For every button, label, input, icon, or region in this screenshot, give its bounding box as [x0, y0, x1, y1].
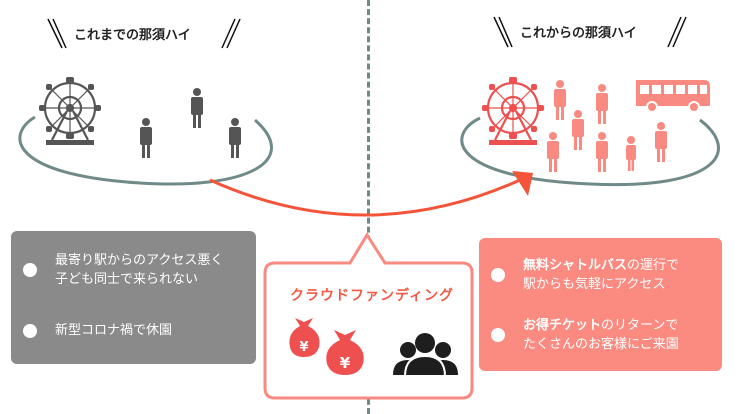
center-dashed-divider — [367, 0, 370, 414]
bullet-icon — [23, 323, 37, 338]
people-gray-icon — [140, 88, 241, 158]
money-bag-icon: ¥ — [326, 330, 364, 375]
issue-line: 新型コロナ禍で休園 — [55, 323, 173, 338]
svg-text:¥: ¥ — [299, 340, 308, 355]
after-title: これからの那須ハイ — [520, 26, 637, 41]
right-ellipse — [460, 116, 720, 187]
benefit-line: 駅からも気軽にアクセス — [523, 277, 666, 292]
before-title: これまでの那須ハイ — [74, 28, 191, 43]
bullet-icon — [491, 268, 505, 282]
after-benefits-box: 無料シャトルバスの運行で 駅からも気軽にアクセス お得チケットのリターンで たく… — [479, 238, 722, 371]
bullet-icon — [23, 263, 37, 277]
title-slashes-right — [493, 16, 687, 48]
after-benefit-item: お得チケットのリターンで たくさんのお客様にご来園 — [491, 316, 679, 354]
benefit-text: のリターンで — [601, 318, 679, 333]
benefit-line: たくさんのお客様にご来園 — [523, 337, 679, 352]
ferris-wheel-gray-icon — [39, 77, 101, 145]
title-slashes-left — [47, 18, 241, 49]
before-issue-item: 最寄り駅からのアクセス悪く 子ども同士で来られない — [23, 251, 223, 289]
issue-line: 子ども同士で来られない — [55, 272, 199, 287]
bullet-icon — [491, 328, 505, 342]
before-issue-item: 新型コロナ禍で休園 — [23, 321, 172, 340]
issue-line: 最寄り駅からのアクセス悪く — [55, 253, 224, 268]
arrow-head — [512, 171, 533, 196]
arrow-line — [209, 178, 521, 217]
crowd-icon — [393, 333, 458, 377]
svg-text:¥: ¥ — [340, 354, 351, 372]
after-benefit-item: 無料シャトルバスの運行で 駅からも気軽にアクセス — [491, 256, 679, 294]
bus-icon — [636, 80, 710, 113]
people-pink-icon — [547, 80, 667, 172]
benefit-highlight: 無料シャトルバス — [523, 258, 628, 273]
crowdfunding-label: クラウドファンディング — [289, 288, 455, 304]
benefit-highlight: お得チケット — [523, 318, 602, 333]
ferris-wheel-red-icon — [482, 77, 544, 145]
left-ellipse — [18, 115, 273, 186]
benefit-text: の運行で — [627, 258, 680, 273]
money-bag-icon: ¥ — [289, 318, 320, 357]
before-issues-box: 最寄り駅からのアクセス悪く 子ども同士で来られない 新型コロナ禍で休園 — [11, 231, 256, 364]
